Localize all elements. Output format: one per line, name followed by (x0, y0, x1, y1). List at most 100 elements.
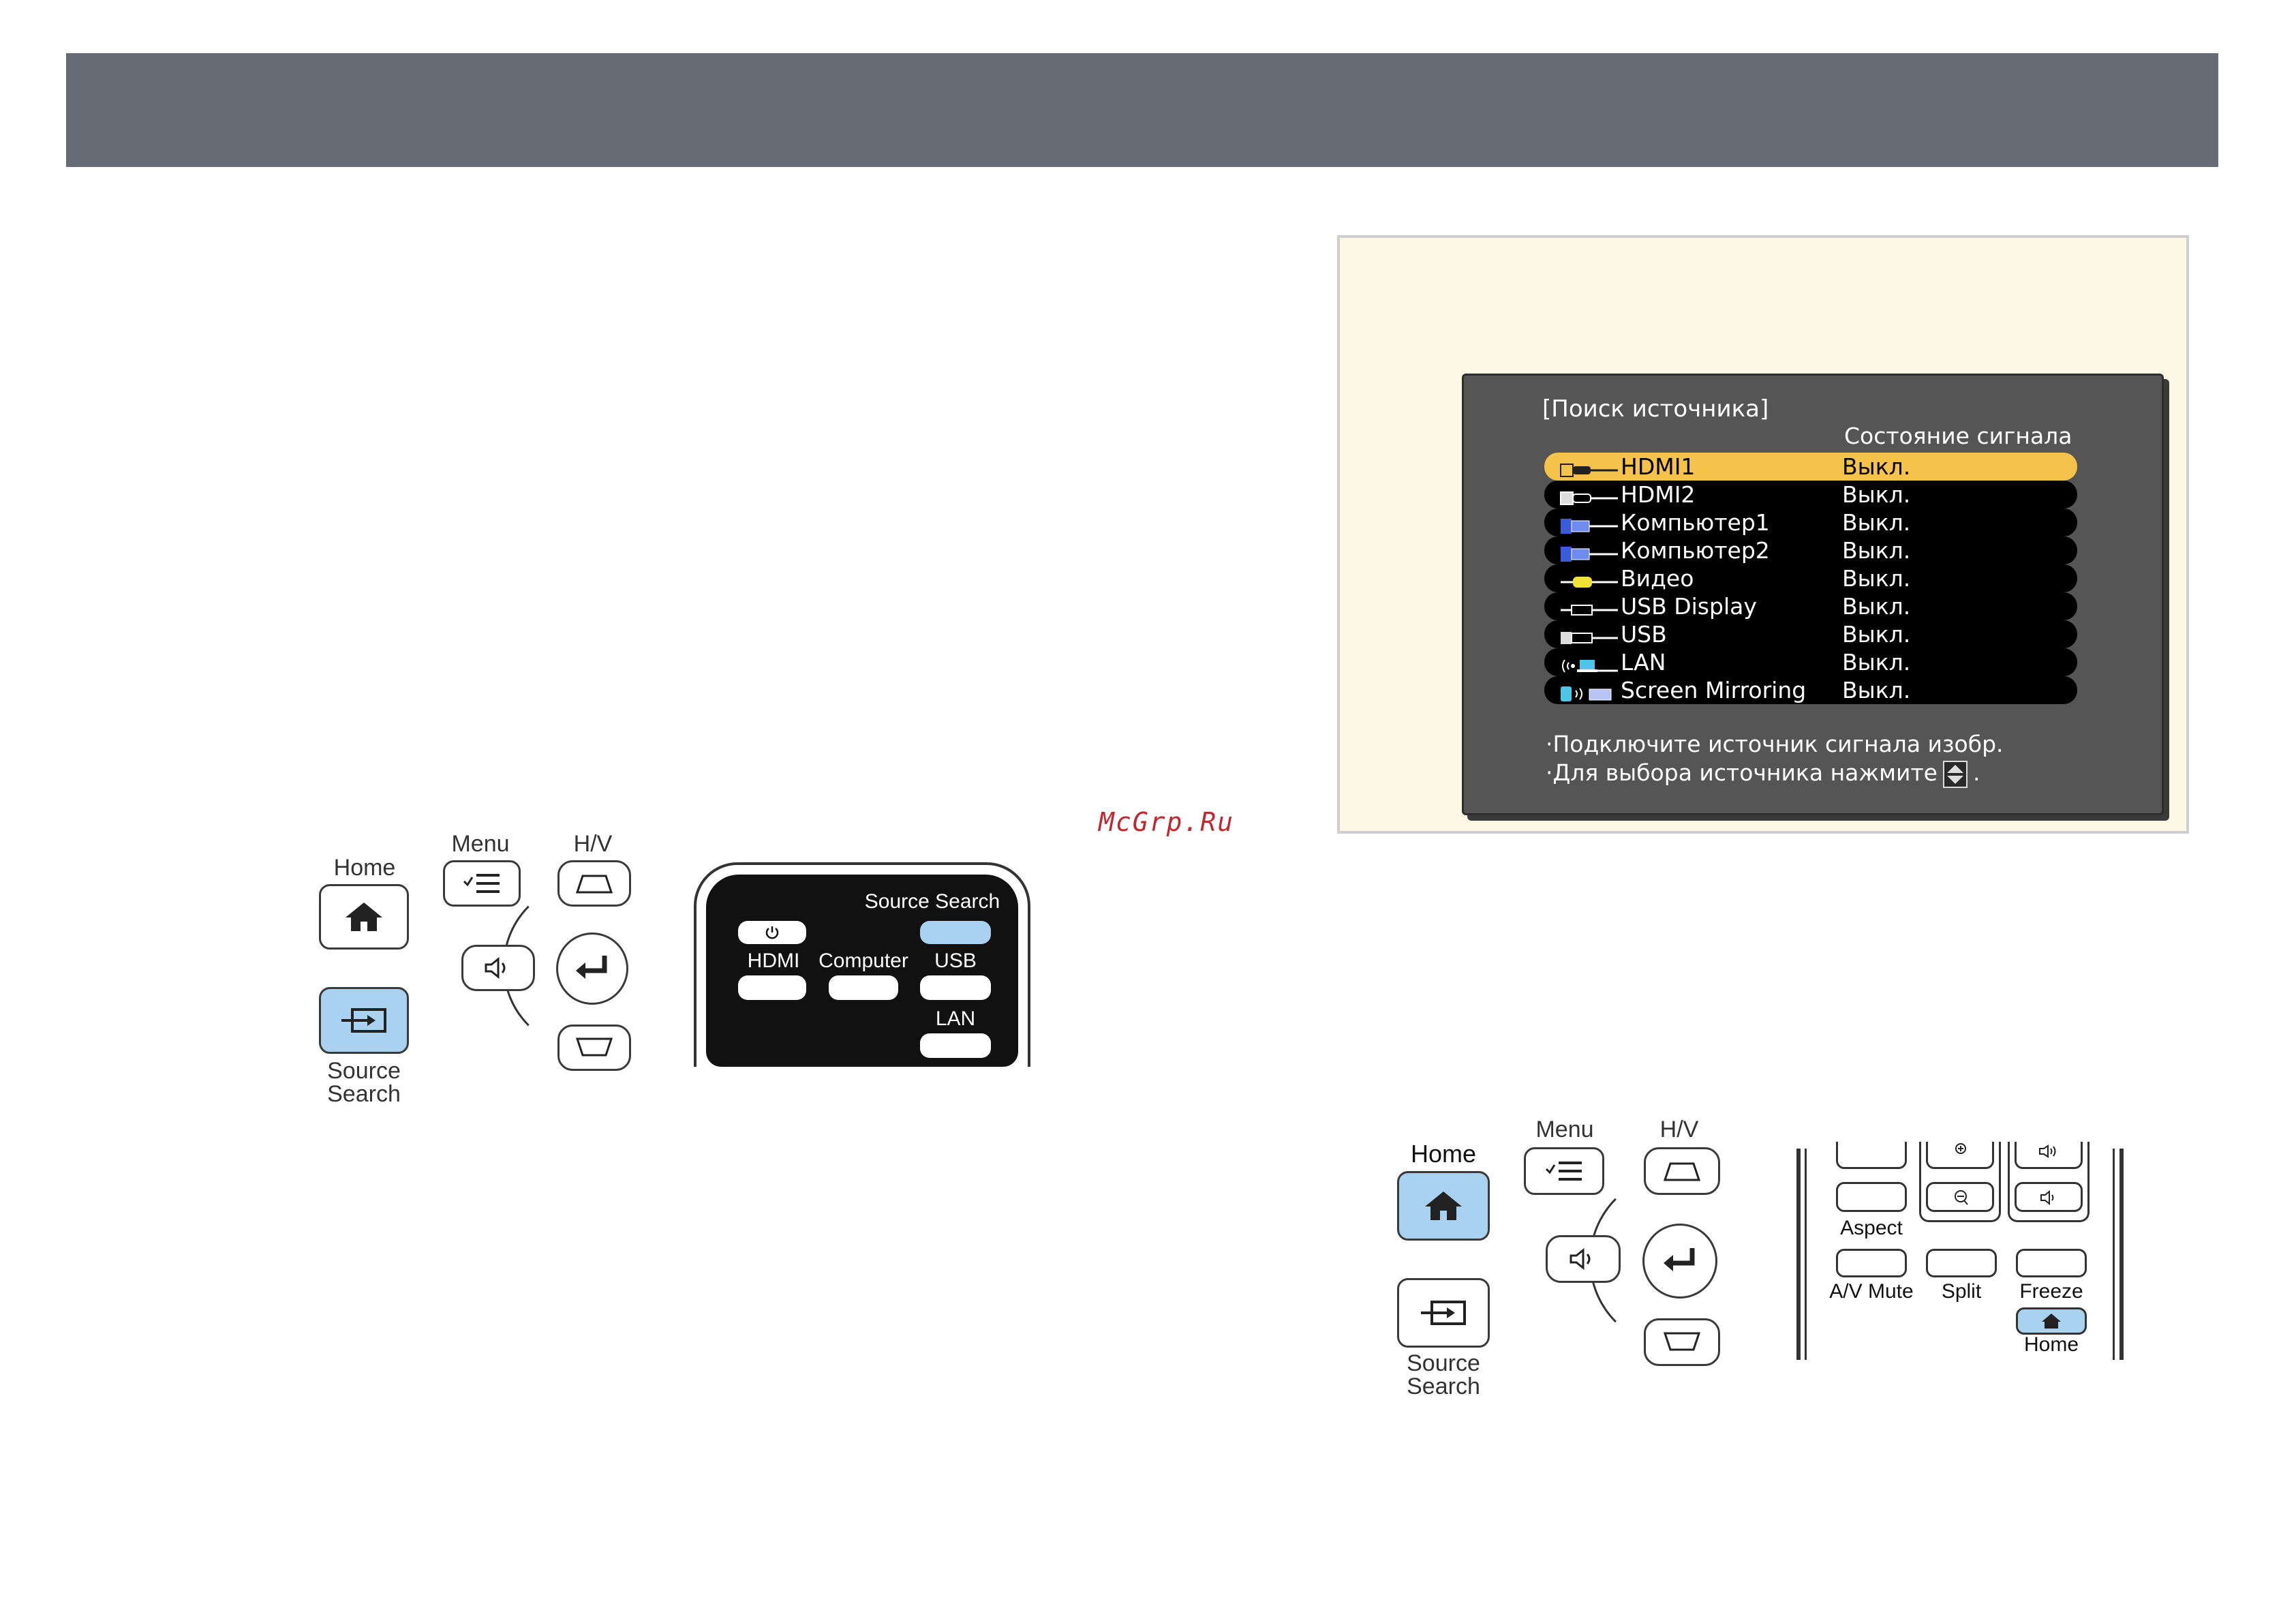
home-icon (1425, 1192, 1462, 1220)
osd-row-usb[interactable]: USB Выкл. (1544, 620, 2077, 648)
osd-row-hdmi2[interactable]: HDMI2 Выкл. (1544, 481, 2077, 509)
power-icon (765, 926, 779, 939)
usb-label: USB (934, 950, 977, 972)
menu-list-icon (463, 874, 500, 893)
hdmi-icon (1559, 458, 1621, 477)
osd-note-select: ·Для выбора источника нажмите. (1546, 759, 1980, 788)
split-button[interactable] (1926, 1249, 1997, 1277)
zoom-in-button[interactable] (1926, 1142, 1994, 1169)
computer-label: Computer (818, 950, 908, 972)
osd-status-header: Состояние сигнала (1844, 423, 2072, 449)
osd-row-hdmi1[interactable]: HDMI1 Выкл. (1544, 453, 2077, 481)
osd-note-connect: ·Подключите источник сигнала изобр. (1546, 731, 2004, 757)
keystone-top-icon (1663, 1162, 1701, 1181)
remote-right-edge-left (1796, 1149, 1801, 1360)
volume-down-button[interactable] (2015, 1182, 2083, 1212)
speaker-icon (485, 956, 506, 980)
source-search-button[interactable] (319, 987, 409, 1054)
screen-mirroring-icon (1559, 682, 1621, 701)
computer-icon (1559, 542, 1621, 562)
home-icon (2042, 1314, 2061, 1329)
computer-icon (1559, 514, 1621, 534)
keystone-up-button[interactable] (557, 860, 631, 907)
volume-button[interactable] (461, 945, 535, 991)
home-remote-button[interactable] (2016, 1307, 2087, 1335)
video-icon (1559, 570, 1621, 588)
zoom-out-button[interactable] (1926, 1182, 1994, 1212)
watermark: McGrp.Ru (1099, 807, 1235, 837)
volume-down-icon (2040, 1189, 2054, 1206)
hdmi-label: HDMI (747, 950, 800, 972)
keystone-up-button[interactable] (1644, 1147, 1720, 1195)
source-input-icon (341, 1008, 386, 1033)
menu-label: Menu (1535, 1117, 1594, 1142)
volume-up-icon (2039, 1144, 2056, 1158)
hdmi-button[interactable] (738, 975, 806, 1000)
home-button[interactable] (1397, 1171, 1490, 1241)
keystone-down-button[interactable] (557, 1025, 631, 1071)
volume-button[interactable] (1546, 1235, 1621, 1283)
hv-label: H/V (573, 831, 613, 857)
volume-up-button[interactable] (2015, 1142, 2083, 1169)
computer-button[interactable] (829, 975, 898, 1000)
enter-icon (1664, 1248, 1695, 1271)
enter-button[interactable] (556, 932, 628, 1005)
osd-title: [Поиск источника] (1542, 395, 1769, 423)
keystone-down-button[interactable] (1644, 1318, 1720, 1366)
source-search-label: Source Search (327, 1058, 401, 1107)
osd-row-usb-display[interactable]: USB Display Выкл. (1544, 592, 2077, 620)
usb-button[interactable] (920, 975, 991, 1000)
lan-label: LAN (935, 1007, 976, 1030)
usb-icon (1559, 598, 1621, 616)
source-search-label: Source Search (1407, 1350, 1480, 1399)
keystone-top-icon (575, 875, 613, 894)
menu-label: Menu (451, 831, 510, 857)
power-button[interactable] (738, 921, 806, 944)
osd-row-screen-mirroring[interactable]: Screen Mirroring Выкл. (1544, 676, 2077, 704)
header-bar (66, 53, 2218, 167)
source-search-remote-label: Source Search (864, 890, 1000, 913)
enter-icon (576, 956, 607, 979)
up-down-arrows-icon (1942, 760, 1968, 788)
av-mute-label: A/V Mute (1829, 1280, 1914, 1303)
hv-label: H/V (1659, 1117, 1699, 1142)
source-search-remote-button[interactable] (920, 921, 991, 944)
osd-row-video[interactable]: Видео Выкл. (1544, 564, 2077, 592)
enter-button[interactable] (1642, 1224, 1717, 1299)
source-input-icon (1421, 1301, 1466, 1325)
av-mute-button[interactable] (1836, 1249, 1907, 1277)
aspect-button[interactable] (1836, 1182, 1907, 1212)
home-remote-label: Home (2023, 1333, 2079, 1356)
home-label: Home (1410, 1140, 1477, 1168)
speaker-icon (1570, 1247, 1591, 1271)
lan-button[interactable] (920, 1033, 991, 1058)
remote-left-body (694, 862, 1030, 1067)
remote-right-edge-left-inner (1805, 1149, 1807, 1360)
osd-row-lan[interactable]: LAN Выкл. (1544, 648, 2077, 676)
remote-top-button[interactable] (1836, 1142, 1907, 1169)
home-icon (346, 902, 382, 931)
aspect-label: Aspect (1840, 1217, 1903, 1239)
menu-button[interactable] (443, 860, 521, 907)
volume-group (2008, 1142, 2090, 1222)
osd-row-computer1[interactable]: Компьютер1 Выкл. (1544, 509, 2077, 536)
freeze-label: Freeze (2019, 1280, 2083, 1303)
lan-icon (1559, 654, 1621, 673)
source-search-button[interactable] (1397, 1278, 1490, 1348)
zoom-group (1919, 1142, 2001, 1222)
keystone-bottom-icon (575, 1037, 613, 1057)
menu-list-icon (1545, 1162, 1582, 1181)
home-label: Home (333, 855, 396, 881)
zoom-out-icon (1955, 1190, 1968, 1205)
zoom-in-icon (1955, 1143, 1966, 1154)
menu-button[interactable] (1524, 1147, 1604, 1195)
home-button[interactable] (319, 884, 409, 950)
remote-right-edge-right-inner (2113, 1149, 2115, 1360)
freeze-button[interactable] (2016, 1249, 2087, 1277)
split-label: Split (1941, 1280, 1982, 1303)
hdmi-icon (1559, 486, 1621, 505)
osd-source-list: HDMI1 Выкл. HDMI2 Выкл. Компьютер1 Выкл.… (1544, 453, 2077, 704)
osd-row-computer2[interactable]: Компьютер2 Выкл. (1544, 536, 2077, 564)
keystone-bottom-icon (1663, 1332, 1701, 1351)
usb-icon (1559, 626, 1621, 644)
